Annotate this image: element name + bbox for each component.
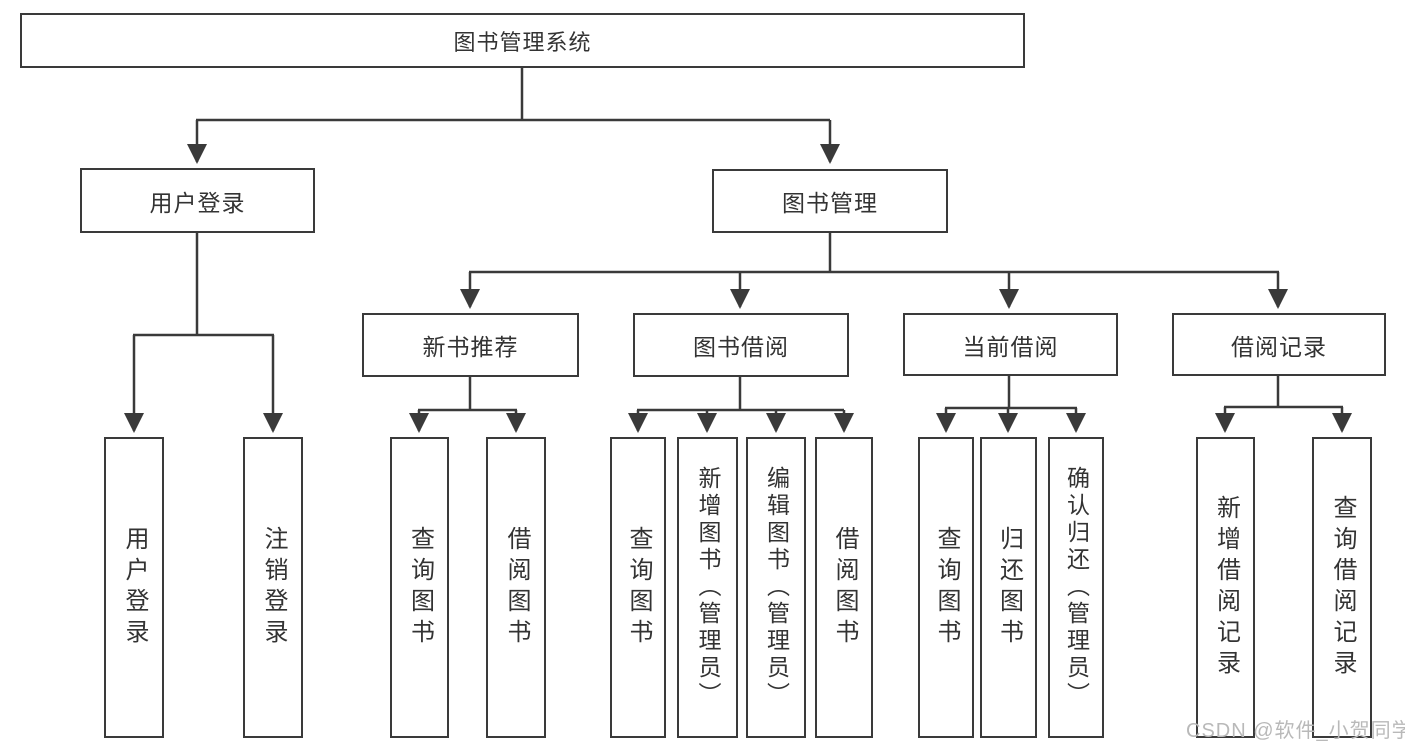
node-book-borrowing: 图书借阅 [633, 313, 849, 377]
leaf-query-books-current: 查询图书 [918, 437, 974, 738]
leaf-borrow-books-recommend: 借阅图书 [486, 437, 546, 738]
leaf-add-borrow-record: 新增借阅记录 [1196, 437, 1255, 738]
leaf-return-books: 归还图书 [980, 437, 1037, 738]
leaf-confirm-return-admin: 确认归还（管理员） [1048, 437, 1104, 738]
node-book-management: 图书管理 [712, 169, 948, 233]
leaf-edit-book-admin: 编辑图书（管理员） [746, 437, 806, 738]
csdn-watermark: CSDN @软件_小贺同学 [1186, 720, 1405, 742]
leaf-logout: 注销登录 [243, 437, 303, 738]
node-new-book-recommend: 新书推荐 [362, 313, 579, 377]
node-borrowing-records: 借阅记录 [1172, 313, 1386, 376]
node-user-login: 用户登录 [80, 168, 315, 233]
leaf-query-books-borrowing: 查询图书 [610, 437, 666, 738]
node-current-borrowing: 当前借阅 [903, 313, 1118, 376]
leaf-add-book-admin: 新增图书（管理员） [677, 437, 738, 738]
node-library-system: 图书管理系统 [20, 13, 1025, 68]
leaf-query-borrow-record: 查询借阅记录 [1312, 437, 1372, 738]
leaf-borrow-books-borrowing: 借阅图书 [815, 437, 873, 738]
leaf-user-login: 用户登录 [104, 437, 164, 738]
leaf-query-books-recommend: 查询图书 [390, 437, 449, 738]
